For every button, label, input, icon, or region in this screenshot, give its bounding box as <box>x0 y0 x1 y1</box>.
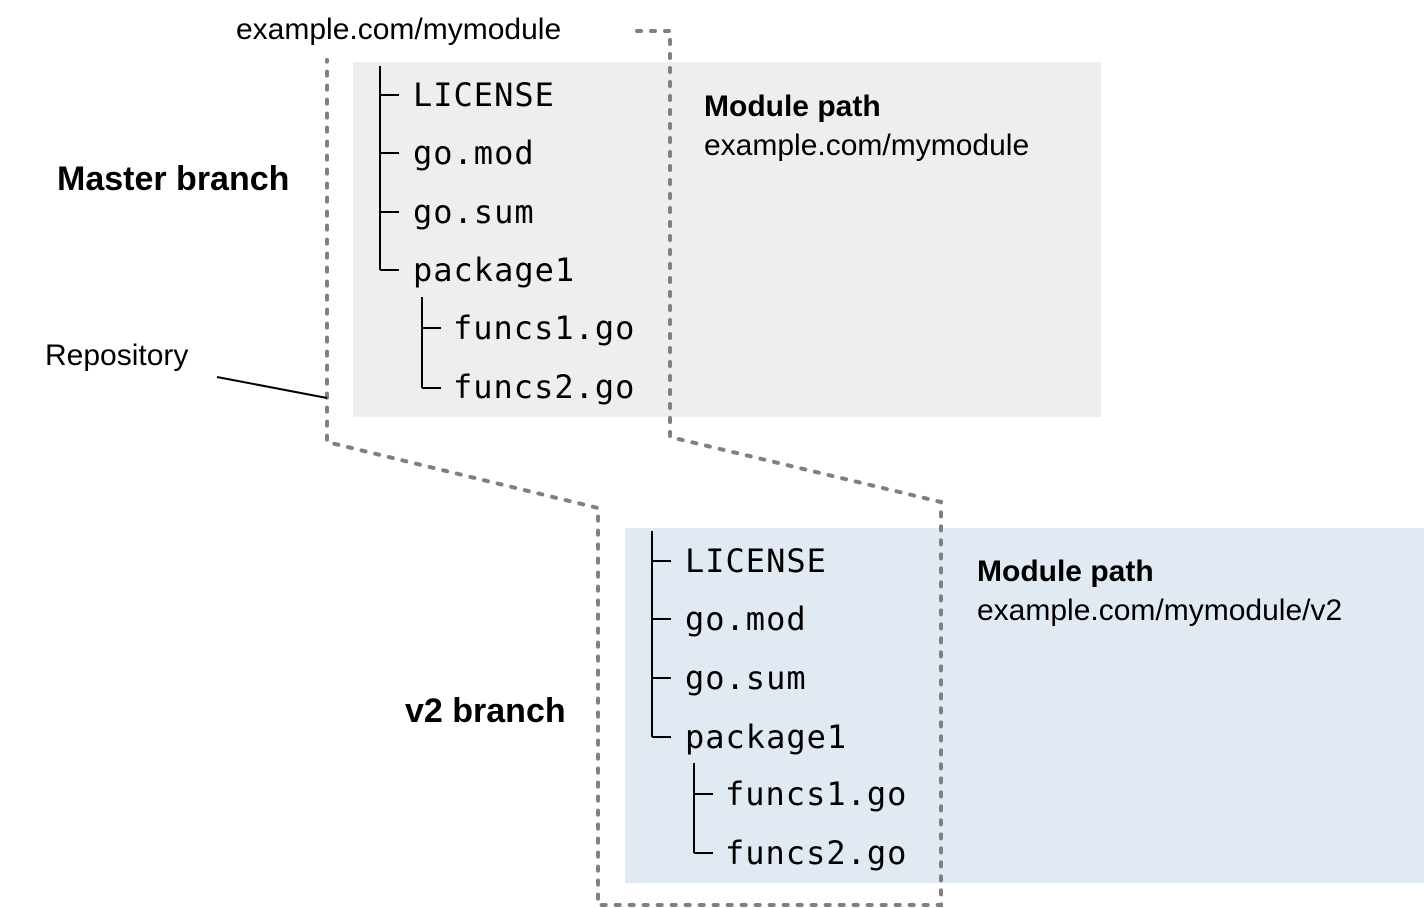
repository-pointer-line <box>216 376 328 399</box>
v2-file-tree <box>651 531 713 854</box>
v2-branch-panel <box>625 528 1424 883</box>
file-license: LICENSE <box>413 76 555 114</box>
file-funcs2: funcs2.go <box>453 368 636 406</box>
file-funcs1: funcs1.go <box>725 775 908 813</box>
file-funcs2: funcs2.go <box>725 834 908 872</box>
master-file-tree <box>379 66 441 389</box>
repository-outline-left <box>325 29 943 907</box>
file-go-sum: go.sum <box>413 193 535 231</box>
root-path-label: example.com/mymodule <box>236 13 562 46</box>
master-module-path-title: Module path <box>704 90 881 123</box>
file-funcs1: funcs1.go <box>453 309 636 347</box>
master-module-path: example.com/mymodule <box>704 129 1030 162</box>
master-branch-label: Master branch <box>57 160 290 198</box>
folder-package1: package1 <box>685 718 848 756</box>
v2-branch-label: v2 branch <box>405 692 566 730</box>
repository-label: Repository <box>45 339 189 372</box>
folder-package1: package1 <box>413 251 576 289</box>
file-license: LICENSE <box>685 542 827 580</box>
file-go-mod: go.mod <box>413 134 535 172</box>
v2-module-path-title: Module path <box>977 555 1154 588</box>
v2-module-path: example.com/mymodule/v2 <box>977 594 1343 627</box>
file-go-sum: go.sum <box>685 659 807 697</box>
file-go-mod: go.mod <box>685 600 807 638</box>
master-branch-panel <box>353 62 1101 417</box>
